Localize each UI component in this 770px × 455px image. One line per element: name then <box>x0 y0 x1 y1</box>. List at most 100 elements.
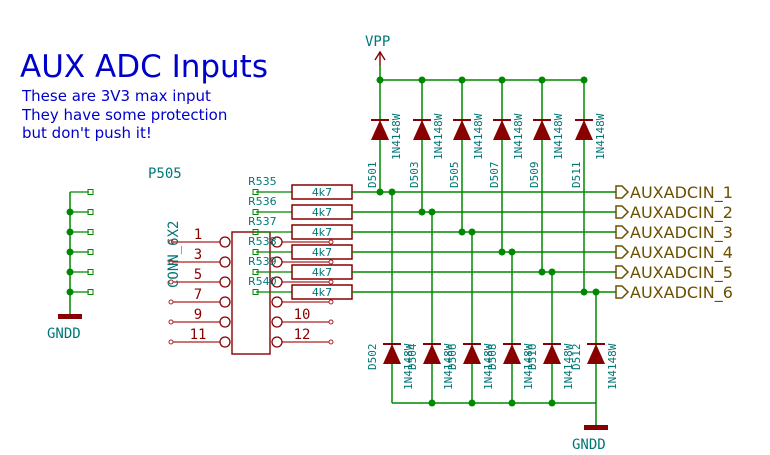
resistor-value: 4k7 <box>312 246 332 259</box>
diode-ref: D504 <box>406 343 419 370</box>
diode-ref: D507 <box>488 162 501 189</box>
resistor-ref: R540 <box>248 275 277 288</box>
diode-ref: D503 <box>408 162 421 189</box>
gnd-symbol-left <box>58 314 82 319</box>
diode-ref: D506 <box>446 344 459 371</box>
diode-value: 1N4148W <box>472 113 485 160</box>
connector-pin-number-right: 10 <box>294 307 311 323</box>
diode-value: 1N4148W <box>552 113 565 160</box>
diode-value: 1N4148W <box>606 343 619 390</box>
diode-value: 1N4148W <box>522 343 535 390</box>
connector-pin-number-right: 12 <box>294 327 311 343</box>
hier-label-output: AUXADCIN_2 <box>615 203 733 223</box>
resistor: 4k7 R539 <box>248 255 353 280</box>
diode-ref: D505 <box>448 162 461 189</box>
hier-label-output: AUXADCIN_1 <box>615 183 733 203</box>
connector-pin-left: 11 <box>168 327 231 348</box>
connector-pin-right: 10 <box>271 307 334 328</box>
note-line-2: They have some protection <box>21 106 227 124</box>
connector-pin-number-left: 5 <box>194 267 202 283</box>
output-label-text: AUXADCIN_6 <box>630 283 733 303</box>
diode-ref: D501 <box>366 162 379 189</box>
resistor: 4k7 R538 <box>248 235 353 260</box>
diode-bottom: D504 1N4148W <box>406 208 455 407</box>
gnd-label-left: GNDD <box>47 326 81 342</box>
resistor-ref: R535 <box>248 175 277 188</box>
note-line-1: These are 3V3 max input <box>21 87 211 105</box>
vpp-rail <box>379 66 584 81</box>
gnd-symbol-right <box>584 425 608 430</box>
diode-bottom: D506 1N4148W <box>446 228 495 407</box>
connector-pin-number-left: 11 <box>190 327 207 343</box>
output-label-text: AUXADCIN_4 <box>630 243 733 263</box>
diode-bottom: D510 1N4148W <box>526 268 575 407</box>
diode-top: D507 1N4148W <box>488 76 525 256</box>
diode-value: 1N4148W <box>512 113 525 160</box>
hier-label-output: AUXADCIN_5 <box>615 263 733 283</box>
hier-label-output: AUXADCIN_3 <box>615 223 733 243</box>
resistor-ref: R537 <box>248 215 277 228</box>
diode-top: D501 1N4148W <box>366 76 403 196</box>
diode-value: 1N4148W <box>442 343 455 390</box>
hier-label-output: AUXADCIN_6 <box>615 283 733 303</box>
gnd-rail-bottom <box>392 402 597 425</box>
resistor-value: 4k7 <box>312 266 332 279</box>
diode-value: 1N4148W <box>402 343 415 390</box>
diode-value: 1N4148W <box>390 113 403 160</box>
diode-value: 1N4148W <box>482 343 495 390</box>
resistor-array: 4k7R5354k7R5364k7R5374k7R5384k7R5394k7R5… <box>248 175 616 300</box>
vpp-label: VPP <box>365 34 390 50</box>
resistor-ref: R539 <box>248 255 277 268</box>
connector-value: CONN_6X2 <box>166 221 182 288</box>
resistor-value: 4k7 <box>312 186 332 199</box>
diode-top: D503 1N4148W <box>408 76 445 216</box>
diode-value: 1N4148W <box>562 343 575 390</box>
connector-pin-right: 12 <box>271 327 334 348</box>
diode-top: D511 1N4148W <box>570 76 607 296</box>
diode-ref: D502 <box>366 344 379 371</box>
diode-value: 1N4148W <box>432 113 445 160</box>
connector-pin-number-left: 9 <box>194 307 202 323</box>
diode-ref: D511 <box>570 162 583 189</box>
output-label-text: AUXADCIN_3 <box>630 223 733 243</box>
protection-diodes: D5011N4148WD5031N4148WD5051N4148WD5071N4… <box>366 76 619 407</box>
diode-bottom: D512 1N4148W <box>570 288 619 403</box>
gnd-label-right: GNDD <box>572 437 606 453</box>
connector-pin-left: 1 <box>168 227 231 248</box>
connector-pin-left: 7 <box>168 287 231 308</box>
connector-pin-number-left: 3 <box>194 247 202 263</box>
resistor-ref: R536 <box>248 195 277 208</box>
connector-pin-left: 5 <box>168 267 231 288</box>
hier-label-output: AUXADCIN_4 <box>615 243 733 263</box>
sheet-title: AUX ADC Inputs <box>20 49 268 85</box>
resistor-value: 4k7 <box>312 286 332 299</box>
diode-ref: D512 <box>570 344 583 371</box>
resistor: 4k7 R535 <box>248 175 353 200</box>
output-labels: AUXADCIN_1AUXADCIN_2AUXADCIN_3AUXADCIN_4… <box>615 183 733 303</box>
connector-pin-left: 9 <box>168 307 231 328</box>
connector-pin-number-left: 7 <box>194 287 202 303</box>
connector-ref: P505 <box>148 166 182 182</box>
diode-ref: D508 <box>486 344 499 371</box>
resistor-value: 4k7 <box>312 206 332 219</box>
diode-ref: D510 <box>526 344 539 371</box>
diode-ref: D509 <box>528 162 541 189</box>
note-line-3: but don't push it! <box>22 124 152 142</box>
vpp-arrow-icon <box>374 50 386 66</box>
output-label-text: AUXADCIN_1 <box>630 183 733 203</box>
diode-top: D505 1N4148W <box>448 76 485 236</box>
resistor: 4k7 R536 <box>248 195 353 220</box>
left-gnd-bus <box>66 189 94 314</box>
diode-value: 1N4148W <box>594 113 607 160</box>
output-label-text: AUXADCIN_2 <box>630 203 733 223</box>
connector-pin-number-left: 1 <box>194 227 202 243</box>
diode-bottom: D502 1N4148W <box>366 188 415 403</box>
connector-pin-left: 3 <box>168 247 231 268</box>
resistor: 4k7 R540 <box>248 275 353 300</box>
resistor-value: 4k7 <box>312 226 332 239</box>
connector-body <box>231 231 271 355</box>
output-label-text: AUXADCIN_5 <box>630 263 733 283</box>
diode-top: D509 1N4148W <box>528 76 565 276</box>
resistor-ref: R538 <box>248 235 277 248</box>
